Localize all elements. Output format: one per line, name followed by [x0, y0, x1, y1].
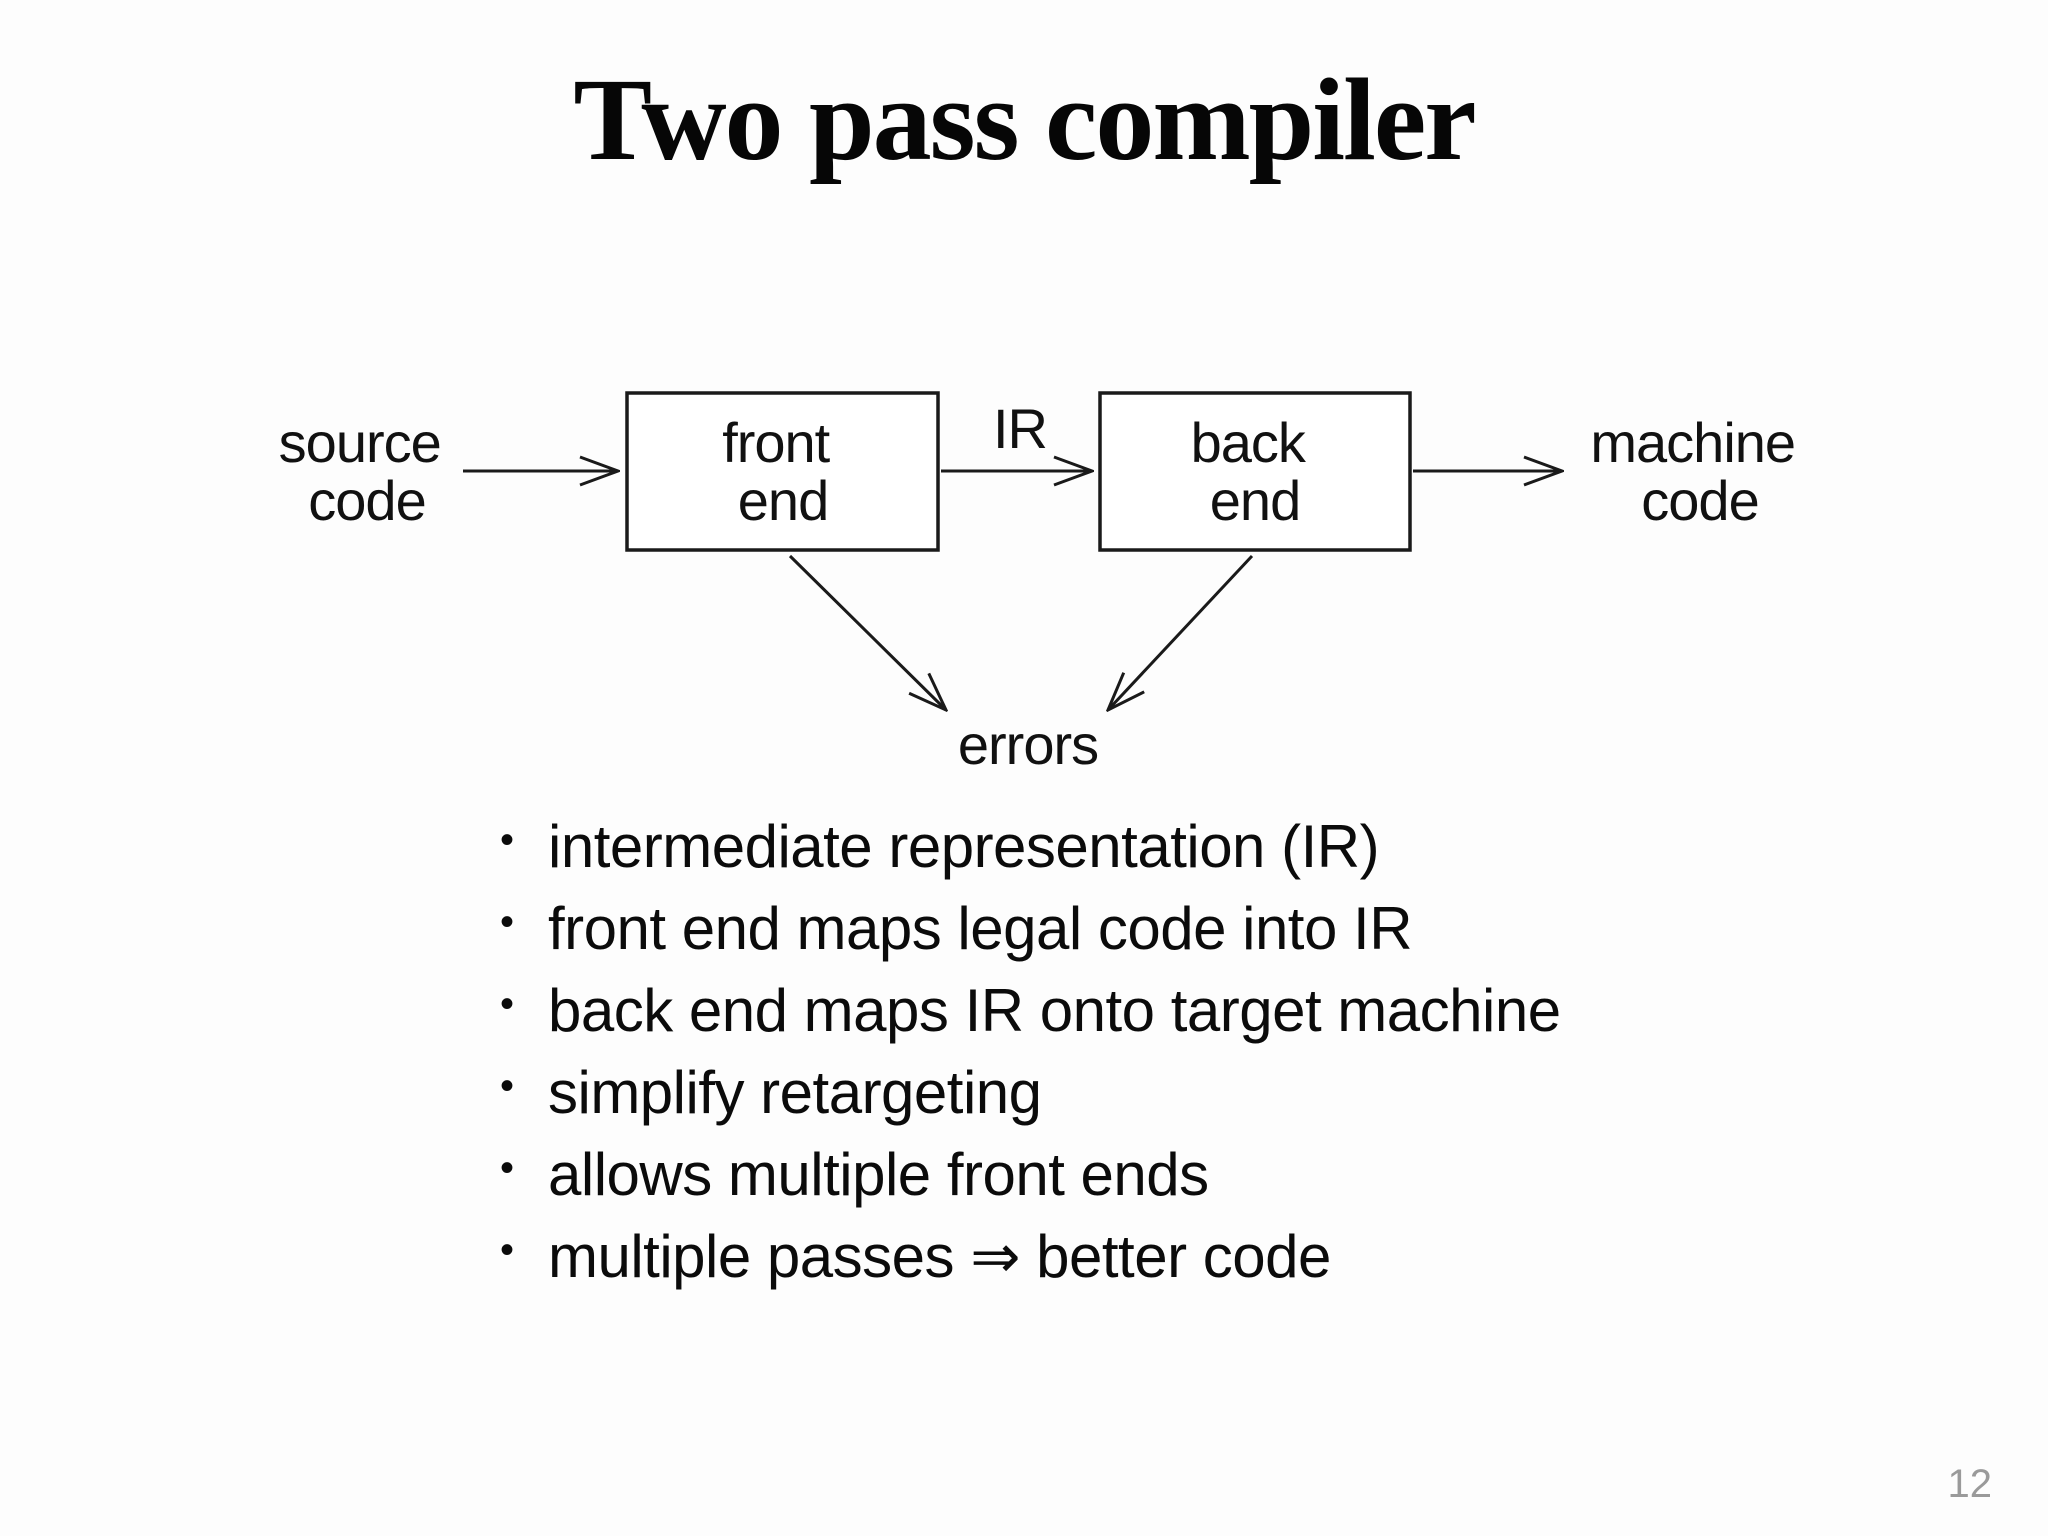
bullet-icon: •	[500, 900, 514, 944]
compiler-flow-diagram: source code front end IR back end machin…	[279, 391, 1809, 776]
front-end-label: front end	[722, 411, 844, 532]
bullet-text: front end maps legal code into IR	[548, 895, 1413, 962]
ir-label: IR	[993, 397, 1047, 460]
arrow-backend-to-errors	[1108, 554, 1254, 710]
bullet-icon: •	[500, 982, 514, 1026]
bullet-text: back end maps IR onto target machine	[548, 977, 1561, 1044]
bullet-text: allows multiple front ends	[548, 1141, 1209, 1208]
list-item: • multiple passes ⇒ better code	[500, 1216, 1900, 1298]
bullet-icon: •	[500, 818, 514, 862]
bullet-text: intermediate representation (IR)	[548, 813, 1380, 880]
back-end-label: back end	[1191, 411, 1320, 532]
bullet-text: simplify retargeting	[548, 1059, 1042, 1126]
page-title: Two pass compiler	[573, 54, 1476, 185]
machine-code-label: machine code	[1590, 411, 1809, 532]
bullet-icon: •	[500, 1228, 514, 1272]
list-item: • front end maps legal code into IR	[500, 888, 1900, 970]
page-number: 12	[1947, 1462, 1993, 1506]
errors-label: errors	[958, 713, 1098, 776]
bullet-list: • intermediate representation (IR) • fro…	[500, 806, 1900, 1298]
list-item: • back end maps IR onto target machine	[500, 970, 1900, 1052]
back-end-box	[1098, 391, 1412, 552]
bullet-text: multiple passes ⇒ better code	[548, 1223, 1331, 1290]
list-item: • simplify retargeting	[500, 1052, 1900, 1134]
arrow-frontend-to-errors	[788, 554, 946, 710]
bullet-icon: •	[500, 1146, 514, 1190]
bullet-icon: •	[500, 1064, 514, 1108]
source-code-label: source code	[279, 411, 456, 532]
front-end-box	[625, 391, 940, 552]
list-item: • allows multiple front ends	[500, 1134, 1900, 1216]
list-item: • intermediate representation (IR)	[500, 806, 1900, 888]
